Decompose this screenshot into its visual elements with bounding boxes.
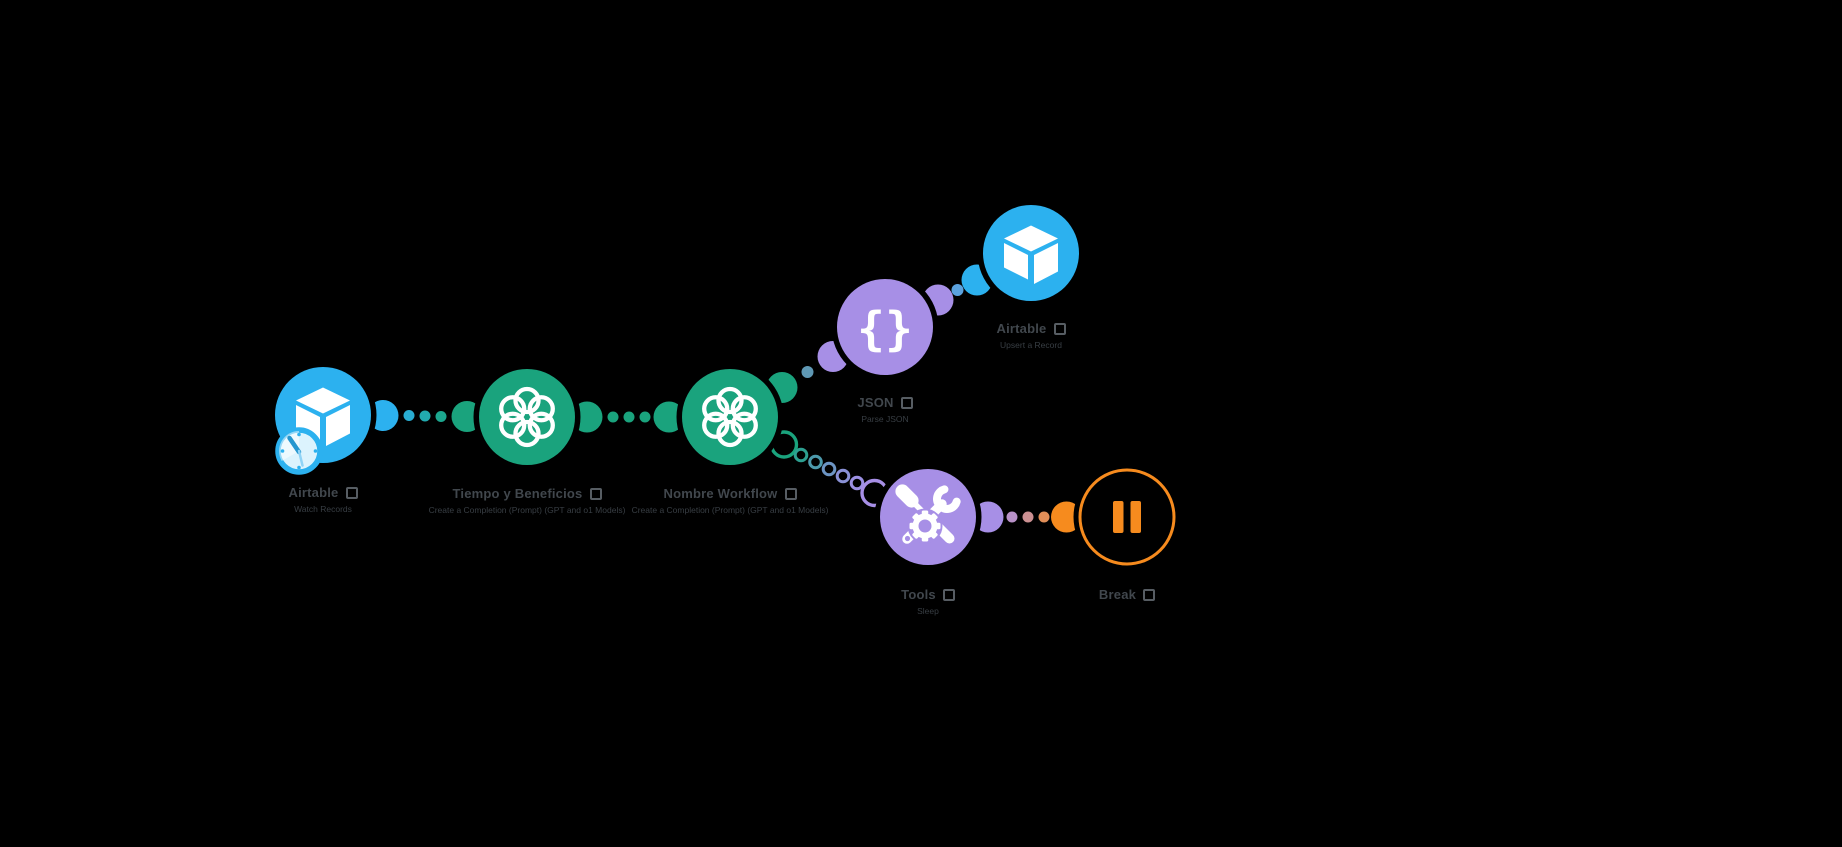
- airtable-upsert-node[interactable]: [983, 205, 1079, 301]
- module-title: Airtable: [288, 485, 339, 500]
- connection-airtable-watch-to-tiempo[interactable]: [367, 400, 483, 432]
- svg-text:{: {: [857, 302, 885, 356]
- connection-tiempo-to-nombre[interactable]: [571, 401, 685, 433]
- svg-text:}: }: [885, 302, 913, 356]
- connection-nombre-to-json[interactable]: [766, 341, 849, 403]
- openai-nombre-node[interactable]: [682, 369, 778, 465]
- module-title: Nombre Workflow: [663, 486, 778, 501]
- curly-braces-icon: { }: [857, 302, 913, 356]
- break-label: Break: [957, 587, 1297, 606]
- schedule-clock-badge[interactable]: [275, 427, 323, 475]
- airtable-watch-records-node[interactable]: [275, 367, 371, 475]
- module-subtitle: Upsert a Record: [1000, 340, 1062, 350]
- json-label: JSON Parse JSON: [715, 395, 1055, 424]
- module-checkbox[interactable]: [589, 487, 602, 500]
- nombre-label: Nombre Workflow Create a Completion (Pro…: [560, 486, 900, 515]
- pause-icon: [1113, 501, 1141, 533]
- module-title: Airtable: [996, 321, 1047, 336]
- module-checkbox[interactable]: [942, 588, 955, 601]
- connection-tools-to-break[interactable]: [972, 501, 1083, 533]
- module-subtitle: Parse JSON: [861, 414, 909, 424]
- module-checkbox[interactable]: [1053, 322, 1066, 335]
- module-title: Tiempo y Beneficios: [452, 486, 583, 501]
- json-parse-node[interactable]: { }: [837, 279, 933, 375]
- module-subtitle: Watch Records: [294, 504, 352, 514]
- tools-sleep-node[interactable]: [880, 469, 976, 565]
- wrench-screwdriver-gear-icon: [895, 484, 961, 544]
- module-subtitle: Create a Completion (Prompt) (GPT and o1…: [631, 505, 829, 515]
- module-subtitle: Sleep: [917, 606, 939, 616]
- airtable-cube-icon: [1004, 225, 1058, 284]
- module-subtitle: Create a Completion (Prompt) (GPT and o1…: [428, 505, 626, 515]
- module-title: Tools: [901, 587, 936, 602]
- openai-logo-icon: [702, 386, 758, 448]
- airtable-watch-label: Airtable Watch Records: [153, 485, 493, 514]
- airtable-upsert-label: Airtable Upsert a Record: [861, 321, 1201, 350]
- airtable-cube-icon: [296, 387, 350, 446]
- module-title: Break: [1098, 587, 1137, 602]
- module-checkbox[interactable]: [784, 487, 797, 500]
- module-checkbox[interactable]: [345, 486, 358, 499]
- tools-label: Tools Sleep: [758, 587, 1098, 616]
- module-title: JSON: [857, 395, 894, 410]
- tiempo-label: Tiempo y Beneficios Create a Completion …: [357, 486, 697, 515]
- break-node[interactable]: [1078, 468, 1176, 566]
- openai-tiempo-node[interactable]: [479, 369, 575, 465]
- openai-logo-icon: [499, 386, 555, 448]
- module-checkbox[interactable]: [900, 396, 913, 409]
- module-checkbox[interactable]: [1143, 588, 1156, 601]
